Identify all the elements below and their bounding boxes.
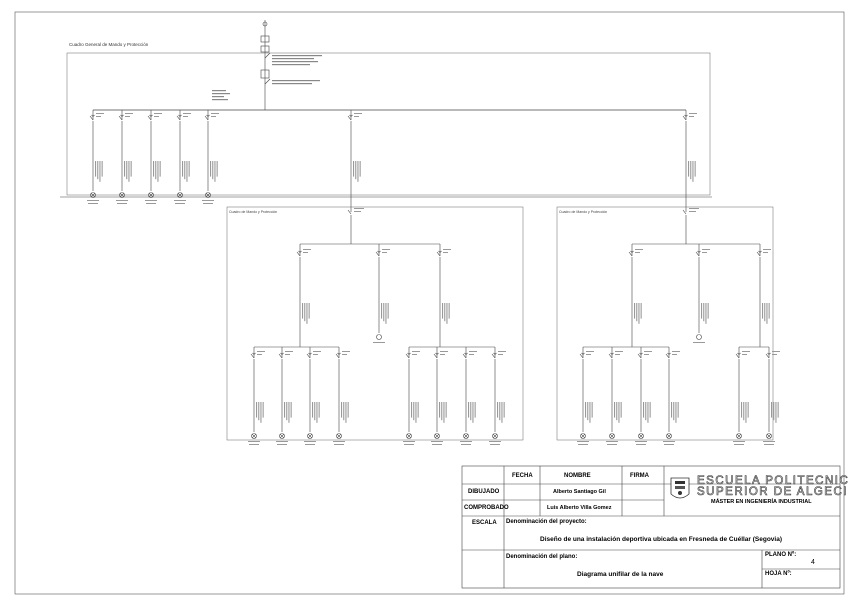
drawing-frame	[14, 11, 845, 595]
main-feeder-5	[202, 110, 219, 204]
main-panel-label-text: Cuadro General de Mando y Protección	[69, 42, 149, 47]
subpanel-1-g3-load-3	[460, 347, 477, 445]
project-title: Diseño de una instalación deportiva ubic…	[540, 536, 783, 543]
comprobado-name: Luis Alberto Villa Gomez	[547, 505, 612, 511]
plan-label: Denominación del plano:	[506, 554, 578, 560]
main-feeder-subpanel-2	[682, 110, 697, 191]
subpanel-1-g3-load-2	[431, 347, 448, 445]
subpanel-2-group-3	[756, 244, 771, 333]
subpanel-2-incomer	[682, 208, 699, 244]
main-feeder-2	[116, 110, 133, 204]
plano-value: 4	[811, 559, 815, 566]
col-firma: FIRMA	[630, 473, 649, 479]
incoming-notes	[212, 55, 322, 101]
row-escala: ESCALA	[472, 520, 497, 526]
subpanel-1-group-1	[296, 244, 311, 333]
school-line-1: ESCUELA POLITECNICA	[697, 475, 848, 487]
row-comprobado: COMPROBADO	[464, 505, 509, 511]
subpanel-2-g3-load-1	[733, 347, 750, 445]
main-feeders	[87, 110, 697, 212]
sub-circuits	[248, 208, 780, 445]
subpanel-1-group-2	[375, 244, 390, 333]
crest-icon	[670, 477, 690, 499]
subpanel-2-group-1	[628, 244, 643, 333]
subpanel-2-group-2	[695, 244, 710, 333]
main-feeder-subpanel-1	[347, 110, 362, 191]
main-feeder-1	[87, 110, 104, 204]
subpanel-1-g3-load-1	[403, 347, 420, 445]
subpanel-1-incomer	[347, 208, 364, 244]
school-line-2: SUPERIOR DE ALGECIRAS	[697, 486, 848, 498]
dibujado-name: Alberto Santiago Gil	[553, 489, 606, 495]
subpanel-1-g1-load-3	[304, 347, 321, 445]
subpanel-1-g1-load-4	[333, 347, 350, 445]
row-dibujado: DIBUJADO	[468, 489, 500, 495]
subpanel-1-label: Cuadro de Mando y Protección	[229, 210, 277, 214]
subpanel-2-g1-load-1	[577, 347, 594, 445]
col-nombre: NOMBRE	[564, 473, 591, 479]
main-panel-boundary	[66, 52, 711, 196]
subpanel-1-g1-load-2	[276, 347, 293, 445]
subpanel-1-g1-load-1	[248, 347, 265, 445]
hoja-label: HOJA Nº:	[765, 571, 792, 577]
master-degree: MÁSTER EN INGENIERÍA INDUSTRIAL	[711, 499, 812, 505]
subpanel-1-group-3	[436, 244, 451, 333]
main-feeder-3	[145, 110, 162, 204]
title-block-frame	[461, 465, 841, 589]
subpanel-2-g3-load-2	[763, 347, 780, 445]
subpanel-2-label: Cuadro de Mando y Protección	[559, 210, 607, 214]
main-panel-label: Cuadro General de Mando y Protección	[69, 42, 149, 47]
incoming-supply	[260, 20, 271, 96]
subpanel-2-g1-load-4	[663, 347, 680, 445]
project-label: Denominación del proyecto:	[506, 519, 587, 525]
subpanel-2-boundary	[556, 206, 774, 441]
plan-title: Diagrama unifilar de la nave	[577, 571, 664, 578]
subpanel-1-boundary	[226, 206, 524, 441]
subpanel-1-g3-load-4	[489, 347, 506, 445]
col-fecha: FECHA	[512, 473, 533, 479]
main-feeder-4	[174, 110, 191, 204]
subpanel-2-g1-load-2	[606, 347, 623, 445]
subpanel-2-g1-load-3	[635, 347, 652, 445]
school-name: ESCUELA POLITECNICA SUPERIOR DE ALGECIRA…	[697, 475, 848, 498]
plano-label: PLANO Nº:	[765, 552, 797, 558]
